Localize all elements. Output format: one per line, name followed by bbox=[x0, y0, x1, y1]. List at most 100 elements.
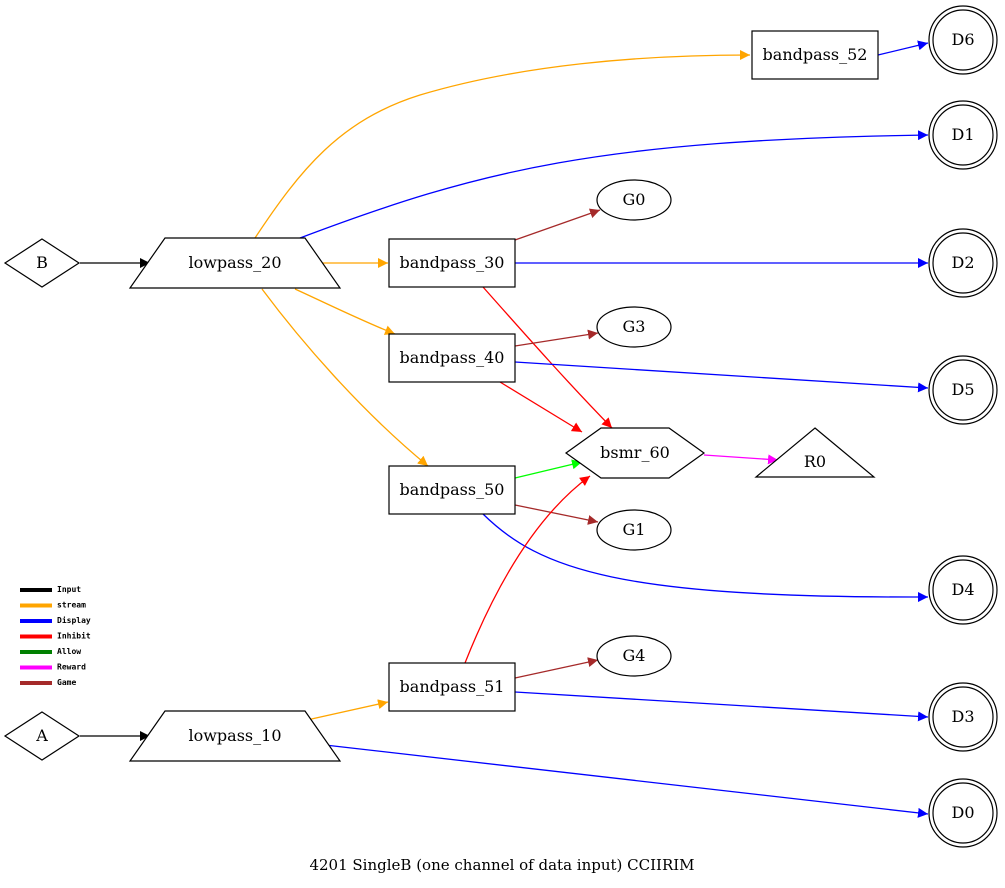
node-label: bandpass_40 bbox=[400, 348, 505, 367]
node-label: D4 bbox=[951, 580, 974, 599]
edge-bandpass-52-to-D6 bbox=[877, 40, 929, 56]
node-label: bandpass_50 bbox=[400, 480, 505, 499]
node-label: lowpass_20 bbox=[188, 253, 281, 272]
node-d1: D1 bbox=[928, 100, 998, 170]
legend-item-inhibit: Inhibit bbox=[20, 631, 91, 641]
inner-circle bbox=[932, 104, 994, 166]
edge-bsmr-60-to-R0 bbox=[703, 454, 779, 465]
legend-item-input: Input bbox=[20, 585, 81, 594]
legend-item-game: Game bbox=[20, 678, 76, 687]
node-label: D1 bbox=[951, 125, 974, 144]
node-g0: G0 bbox=[596, 179, 672, 221]
inner-circle bbox=[932, 782, 994, 844]
node-bsmr-60: bsmr_60 bbox=[564, 427, 706, 479]
box-shape bbox=[388, 465, 516, 515]
legend-item-reward: Reward bbox=[20, 663, 86, 672]
hexagon-shape bbox=[564, 427, 706, 479]
node-r0: R0 bbox=[754, 427, 876, 478]
node-g4: G4 bbox=[596, 635, 672, 677]
node-d2: D2 bbox=[928, 228, 998, 298]
edge-lowpass-20-to-bandpass-52 bbox=[254, 50, 751, 239]
node-label: A bbox=[35, 726, 48, 745]
triangle-shape bbox=[754, 427, 876, 478]
node-a: A bbox=[3, 711, 81, 761]
node-label: R0 bbox=[804, 452, 826, 471]
edge-bandpass-51-to-G4 bbox=[514, 657, 599, 679]
node-bandpass-40: bandpass_40 bbox=[388, 333, 516, 383]
node-b: B bbox=[3, 238, 81, 288]
edge-bandpass-50-to-G1 bbox=[514, 504, 599, 525]
node-label: G3 bbox=[623, 317, 646, 336]
edge-lowpass-20-to-D1 bbox=[299, 130, 929, 239]
edge-bandpass-40-to-D5 bbox=[514, 361, 929, 393]
inner-circle bbox=[932, 559, 994, 621]
legend-label: Game bbox=[57, 678, 76, 687]
ellipse-shape bbox=[596, 635, 672, 677]
edges bbox=[80, 40, 929, 818]
node-label: bandpass_52 bbox=[763, 45, 868, 64]
edge-bandpass-30-to-bsmr-60 bbox=[482, 286, 613, 429]
node-bandpass-50: bandpass_50 bbox=[388, 465, 516, 515]
node-d4: D4 bbox=[928, 555, 998, 625]
node-label: D5 bbox=[951, 380, 974, 399]
legend-label: Allow bbox=[57, 647, 81, 656]
edge-bandpass-40-to-G3 bbox=[514, 329, 599, 347]
legend-label: Reward bbox=[57, 663, 86, 672]
edge-lowpass-20-to-bandpass-50 bbox=[261, 288, 429, 467]
inner-circle bbox=[932, 9, 994, 71]
legend-item-allow: Allow bbox=[20, 647, 81, 656]
node-label: D0 bbox=[951, 803, 974, 822]
node-bandpass-52: bandpass_52 bbox=[751, 30, 879, 80]
node-label: D6 bbox=[951, 30, 974, 49]
node-label: lowpass_10 bbox=[188, 726, 281, 745]
diagram-caption: 4201 SingleB (one channel of data input)… bbox=[309, 856, 694, 874]
legend-label: Display bbox=[57, 615, 91, 625]
legend-label: stream bbox=[57, 601, 86, 610]
node-d0: D0 bbox=[928, 778, 998, 848]
node-lowpass-20: lowpass_20 bbox=[128, 237, 342, 289]
node-label: bsmr_60 bbox=[600, 443, 670, 462]
legend-item-stream: stream bbox=[20, 601, 86, 610]
box-shape bbox=[388, 662, 516, 712]
inner-circle bbox=[932, 359, 994, 421]
edge-bandpass-50-to-bsmr-60 bbox=[514, 459, 583, 479]
node-lowpass-10: lowpass_10 bbox=[128, 710, 342, 762]
legend-label: Input bbox=[57, 585, 81, 594]
box-shape bbox=[751, 30, 879, 80]
node-label: G0 bbox=[623, 190, 646, 209]
legend-item-display: Display bbox=[20, 615, 91, 625]
node-bandpass-30: bandpass_30 bbox=[388, 238, 516, 288]
edge-lowpass-10-to-bandpass-51 bbox=[306, 699, 389, 721]
edge-bandpass-51-to-bsmr-60 bbox=[464, 475, 591, 664]
node-d5: D5 bbox=[928, 355, 998, 425]
inner-circle bbox=[932, 232, 994, 294]
node-d3: D3 bbox=[928, 682, 998, 752]
edge-bandpass-51-to-D3 bbox=[514, 691, 929, 722]
box-shape bbox=[388, 333, 516, 383]
node-d6: D6 bbox=[928, 5, 998, 75]
node-g3: G3 bbox=[596, 306, 672, 348]
node-bandpass-51: bandpass_51 bbox=[388, 662, 516, 712]
inner-circle bbox=[932, 686, 994, 748]
ellipse-shape bbox=[596, 509, 672, 551]
node-label: B bbox=[36, 253, 48, 272]
trapezium-shape bbox=[128, 237, 342, 289]
node-label: G4 bbox=[623, 646, 646, 665]
legend-label: Inhibit bbox=[57, 631, 91, 641]
box-shape bbox=[388, 238, 516, 288]
node-g1: G1 bbox=[596, 509, 672, 551]
trapezium-shape bbox=[128, 710, 342, 762]
node-label: bandpass_51 bbox=[400, 677, 505, 696]
diamond-shape bbox=[3, 711, 81, 761]
ellipse-shape bbox=[596, 306, 672, 348]
edge-bandpass-50-to-D4 bbox=[482, 513, 929, 603]
diamond-shape bbox=[3, 238, 81, 288]
node-label: D3 bbox=[951, 707, 974, 726]
edge-lowpass-10-to-D0 bbox=[324, 744, 929, 818]
node-label: bandpass_30 bbox=[400, 253, 505, 272]
node-label: D2 bbox=[951, 253, 974, 272]
edge-bandpass-40-to-bsmr-60 bbox=[499, 381, 583, 433]
edge-lowpass-20-to-bandpass-40 bbox=[294, 288, 396, 335]
